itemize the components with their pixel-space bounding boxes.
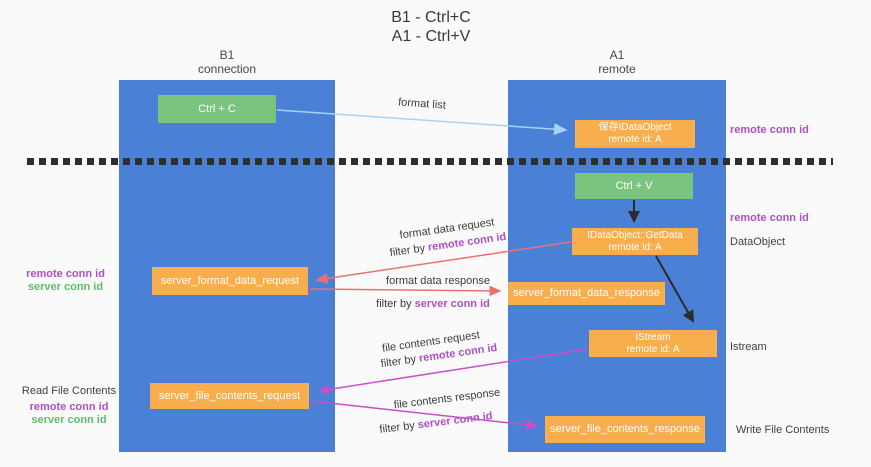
node-server-format-data-response: server_format_data_response (508, 282, 665, 305)
right-mid-remote-conn-id: remote conn id (730, 212, 809, 224)
node-server-file-contents-response: server_file_contents_response (545, 416, 705, 443)
server-conn-id-inline: server conn id (414, 298, 490, 310)
lane-a1-name: A1 (609, 48, 625, 62)
node-server-file-contents-request: server_file_contents_request (150, 383, 309, 409)
node-idataobject-getdata: IDataObject::GetData remote id: A (572, 228, 698, 255)
node-server-format-data-request: server_format_data_request (152, 267, 308, 295)
server-format-data-response-label: server_format_data_response (513, 287, 660, 299)
save-idataobject-line2: remote id: A (608, 134, 662, 145)
server-file-contents-response-label: server_file_contents_response (550, 423, 700, 435)
left-server-conn-id: server conn id (27, 281, 104, 293)
left-conn-id-stack: remote conn id server conn id (18, 268, 113, 294)
diagram-title: B1 - Ctrl+C A1 - Ctrl+V (300, 8, 562, 46)
getdata-line1: IDataObject::GetData (587, 229, 683, 241)
read-file-contents-label: Read File Contents (21, 385, 117, 397)
istream-side-label: Istream (730, 341, 767, 353)
server-format-data-request-label: server_format_data_request (160, 274, 300, 287)
format-data-response-label: format data response (386, 275, 490, 287)
filter-by-text: filter by (389, 241, 429, 260)
server-file-contents-request-label: server_file_contents_request (158, 389, 301, 402)
right-top-remote-conn-id: remote conn id (730, 124, 809, 136)
filter-by-server-1: filter by server conn id (368, 298, 498, 310)
filter-by-text: filter by (380, 352, 420, 371)
lane-header-a1: A1 remote (508, 48, 726, 76)
lane-header-b1: B1 connection (119, 48, 335, 76)
node-istream: IStream remote id: A (589, 330, 717, 357)
file-contents-response-label: file contents response (393, 386, 501, 412)
left-remote-conn-id: remote conn id (26, 268, 105, 280)
write-file-contents-label: Write File Contents (736, 424, 830, 436)
dashed-separator (27, 158, 833, 165)
lane-b1-name: B1 (219, 48, 235, 62)
istream-line2: remote id: A (626, 343, 680, 355)
node-ctrl-c: Ctrl + C (158, 95, 276, 123)
lane-b1-role: connection (197, 62, 257, 76)
filter-by-text: filter by (376, 298, 415, 310)
title-line-2: A1 - Ctrl+V (391, 28, 471, 45)
ctrl-c-label: Ctrl + C (198, 102, 236, 115)
dataobject-label: DataObject (730, 236, 786, 248)
save-idataobject-line1: 保存IDataObject (598, 122, 672, 133)
ctrl-v-label: Ctrl + V (615, 179, 653, 192)
bottom-server-conn-id: server conn id (31, 414, 107, 426)
lane-a1-role: remote (598, 62, 636, 76)
read-file-contents-stack: Read File Contents remote conn id server… (14, 385, 124, 427)
istream-line1: IStream (635, 331, 671, 343)
node-save-idataobject: 保存IDataObject remote id: A (575, 120, 695, 148)
arrow-format-data-response (309, 285, 502, 297)
format-list-label: format list (397, 96, 447, 112)
filter-by-text: filter by (378, 419, 419, 436)
bottom-remote-conn-id: remote conn id (29, 401, 109, 413)
title-line-1: B1 - Ctrl+C (391, 9, 471, 26)
node-ctrl-v: Ctrl + V (575, 173, 693, 199)
getdata-line2: remote id: A (608, 241, 662, 253)
filter-by-server-2: filter by server conn id (371, 409, 501, 437)
server-conn-id-inline: server conn id (417, 410, 494, 432)
